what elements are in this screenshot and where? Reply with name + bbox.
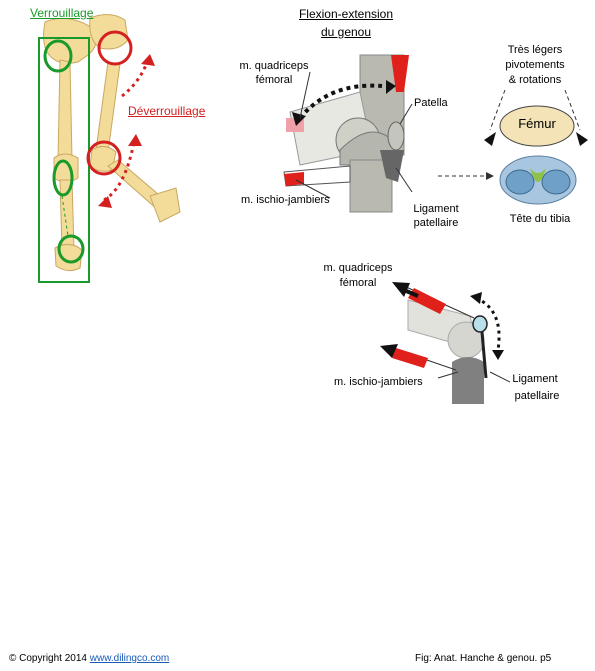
- ligament-label-line1: Ligament: [413, 203, 459, 215]
- lower-ligament-label-line1: Ligament: [512, 373, 558, 385]
- locked-leg-bones: [43, 17, 97, 272]
- femur-label: Fémur: [518, 116, 556, 131]
- center-title-line2: du genou: [320, 25, 372, 39]
- hip-unlock-circle: [97, 30, 133, 66]
- patella-label: Patella: [414, 97, 448, 109]
- hamstrings-label: m. ischio-jambiers: [241, 194, 330, 206]
- rotations-label-line3: & rotations: [508, 74, 562, 86]
- femur-ellipse: [499, 105, 575, 147]
- patella-marker: [472, 315, 488, 333]
- hip-lock-circle: [43, 39, 73, 73]
- locking-label: Verrouillage: [30, 6, 94, 20]
- lower-quadriceps-label-line1: m. quadriceps: [323, 262, 393, 274]
- knee-sagittal-view: [283, 54, 409, 213]
- knee-movement-arrow: [103, 141, 136, 202]
- quadriceps-label-line1: m. quadriceps: [239, 60, 309, 72]
- copyright-text: © Copyright 2014: [9, 653, 87, 664]
- copyright-notice: © Copyright 2014 www.dilingco.com: [9, 652, 169, 665]
- figure-reference: Fig: Anat. Hanche & genou. p5: [415, 653, 552, 664]
- muscle-lever-schematic: [380, 282, 488, 404]
- rotations-label-line1: Très légers: [507, 44, 563, 56]
- center-title-line1: Flexion-extension: [298, 7, 394, 21]
- lower-hamstrings-label: m. ischio-jambiers: [334, 376, 423, 388]
- ligament-label-line2: patellaire: [413, 217, 459, 229]
- tibia-head-label: Tête du tibia: [509, 213, 571, 225]
- unlocked-leg-bones: [89, 61, 181, 223]
- knee-lock-circle: [52, 159, 74, 197]
- quadriceps-label-line2: fémoral: [255, 74, 293, 86]
- lower-ligament-label-line2: patellaire: [514, 390, 560, 402]
- hip-movement-arrow: [121, 59, 150, 98]
- rotations-label-line2: pivotements: [505, 59, 565, 71]
- ankle-lock-circle: [57, 234, 85, 264]
- knee-unlock-circle: [86, 140, 122, 176]
- website-link[interactable]: www.dilingco.com: [89, 653, 170, 664]
- tibia-head-illustration: [499, 155, 577, 205]
- unlocking-label: Déverrouillage: [128, 104, 206, 118]
- flexion-arrow: [298, 83, 383, 120]
- lower-quadriceps-label-line2: fémoral: [339, 277, 377, 289]
